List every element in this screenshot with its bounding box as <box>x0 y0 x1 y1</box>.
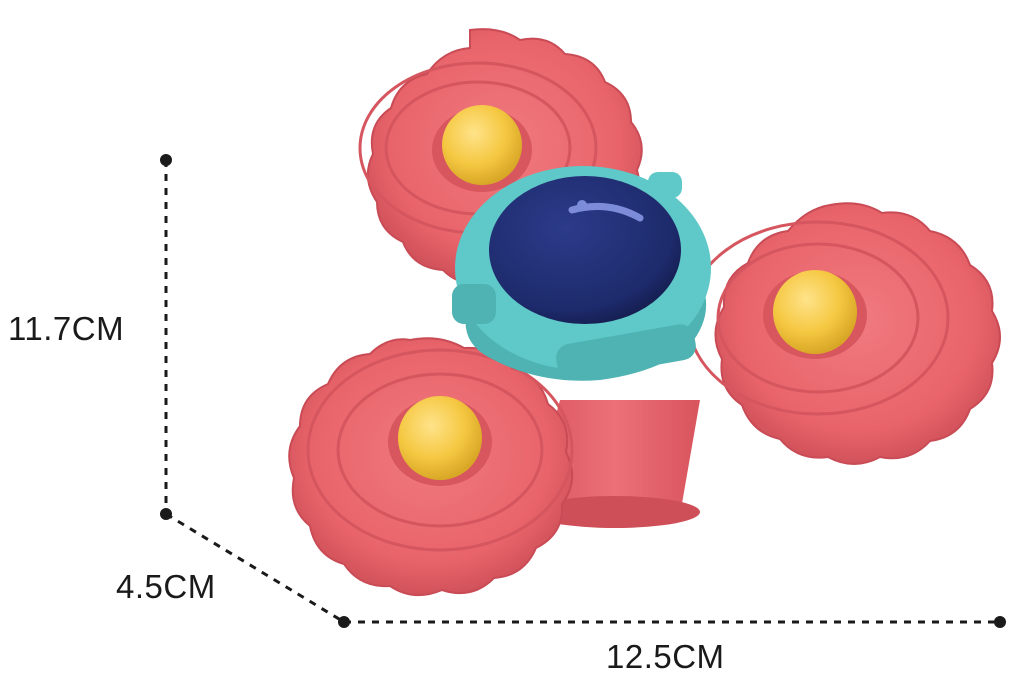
spinner-petal-bottom-left <box>288 337 574 597</box>
width-end-dot <box>994 616 1006 628</box>
suction-cup <box>530 400 700 528</box>
dimension-lines <box>164 160 1000 624</box>
yellow-ball-bottom-left <box>398 396 482 480</box>
yellow-ball-right <box>773 270 857 354</box>
corner-dot <box>160 508 172 520</box>
height-label: 11.7CM <box>8 310 125 347</box>
width-label: 12.5CM <box>606 638 725 675</box>
dimension-endpoints <box>160 154 1006 628</box>
depth-dimension-line <box>165 512 345 624</box>
depth-label: 4.5CM <box>116 568 216 605</box>
yellow-ball-top-left <box>442 105 522 185</box>
depth-end-dot <box>338 616 350 628</box>
navy-dome <box>489 176 681 324</box>
height-top-dot <box>160 154 172 166</box>
center-hub <box>452 166 711 381</box>
spinner-petal-right <box>686 202 1001 465</box>
